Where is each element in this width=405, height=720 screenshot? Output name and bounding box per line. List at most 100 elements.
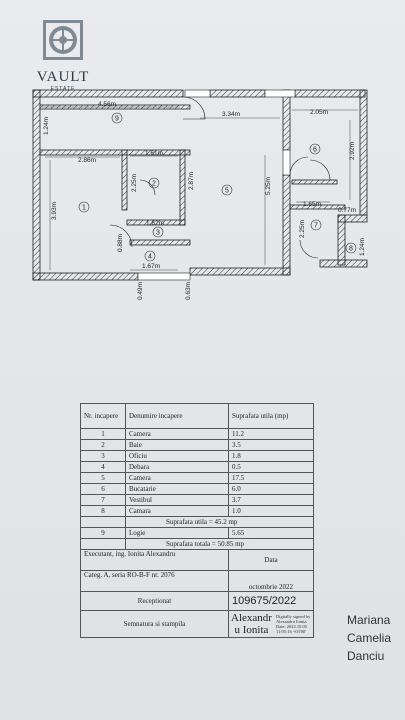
dim-label: 1.61m xyxy=(145,150,163,157)
row-area: 6.0 xyxy=(228,483,314,495)
row-name: Vestibul xyxy=(125,494,229,506)
row-area: 5.65 xyxy=(228,527,314,539)
room-number: 7 xyxy=(314,223,318,230)
room-number: 5 xyxy=(225,188,229,195)
dim-label: 1.67m xyxy=(142,263,160,270)
dim-label: 1.24m xyxy=(359,238,366,256)
room-number: 1 xyxy=(82,205,86,212)
categ: Categ. A, seria RO-B-F nr. 2076 xyxy=(80,570,229,592)
stamp-line: Alexandru Ionita xyxy=(275,619,307,624)
dim-label: 2.86m xyxy=(78,157,96,164)
row-nr: 5 xyxy=(80,472,126,484)
row-nr: 7 xyxy=(80,494,126,506)
dim-label: 2.25m xyxy=(299,220,306,238)
doc-number: 109675/2022 xyxy=(228,591,314,611)
owner-name-line: Danciu xyxy=(347,649,385,663)
header-nr: Nr. incapere xyxy=(80,403,126,429)
vault-estate-logo: VAULT ESTATE xyxy=(28,18,98,92)
total-row: Suprafata totala = 50.85 mp xyxy=(80,538,314,550)
owner-name-line: Mariana xyxy=(347,613,391,627)
signature-row: Semnatura si stampila Alexandr u Ionita … xyxy=(80,610,314,638)
room-number: 8 xyxy=(349,246,353,253)
dim-label: 1.65m xyxy=(303,201,321,208)
dimension-lines xyxy=(42,106,358,271)
windows xyxy=(137,89,296,281)
owner-name: Mariana Camelia Danciu xyxy=(347,611,391,665)
room-number: 4 xyxy=(148,254,152,261)
row-nr: 6 xyxy=(80,483,126,495)
dim-label: 0.49m xyxy=(137,282,144,300)
row-nr: 9 xyxy=(80,527,126,539)
row-name: Camara xyxy=(125,505,229,517)
floor-plan: 4.56m 3.34m 2.05m 1.24m 2.86m 1.61m 2.25… xyxy=(32,89,368,300)
dim-label: 2.25m xyxy=(131,174,138,192)
executant: Executant, ing. Ionita Alexandru xyxy=(80,549,229,571)
row-name: Bucatarie xyxy=(125,483,229,495)
row-nr: 3 xyxy=(80,450,126,462)
dim-label: 2.92m xyxy=(349,142,356,160)
useful-total: Suprafata utila = 45.2 mp xyxy=(125,516,314,528)
room-number: 3 xyxy=(156,230,160,237)
dim-label: 1.24m xyxy=(43,117,50,135)
stamp-line: 11:05:16 +03'00' xyxy=(275,629,307,634)
row-name: Camera xyxy=(125,428,229,440)
row-name: Logie xyxy=(125,527,229,539)
dim-label: 5.25m xyxy=(265,177,272,195)
dim-label: 1.62m xyxy=(146,220,164,227)
row-nr: 2 xyxy=(80,439,126,451)
row-area: 1.0 xyxy=(228,505,314,517)
table-header-row: Nr. incapere Denumire incapere Suprafata… xyxy=(80,403,314,429)
row-area: 3.7 xyxy=(228,494,314,506)
dim-label: 0.88m xyxy=(117,234,124,252)
receptionat: Receptionat xyxy=(80,591,229,611)
dim-label: 0.77m xyxy=(338,207,356,214)
digital-signature: Alexandr u Ionita Digitally signed by Al… xyxy=(228,610,314,638)
dim-label: 0.63m xyxy=(185,282,192,300)
signer-first: Alexandr xyxy=(231,612,272,624)
row-nr: 1 xyxy=(80,428,126,440)
row-name: Camera xyxy=(125,472,229,484)
door-swings xyxy=(109,96,331,259)
row-nr: 4 xyxy=(80,461,126,473)
date: octombrie 2022 xyxy=(228,570,314,592)
room-area-table: Nr. incapere Denumire incapere Suprafata… xyxy=(80,403,314,638)
useful-total-row: Suprafata utila = 45.2 mp xyxy=(80,516,314,528)
row-area: 11.2 xyxy=(228,428,314,440)
vault-logo-icon xyxy=(43,20,83,60)
row-nr: 8 xyxy=(80,505,126,517)
row-name: Baie xyxy=(125,439,229,451)
owner-name-line: Camelia xyxy=(347,631,392,645)
semnatura: Semnatura si stampila xyxy=(80,610,229,638)
header-area: Suprafata utila (mp) xyxy=(228,403,314,429)
dim-label: 4.56m xyxy=(98,101,116,108)
room-number: 9 xyxy=(115,116,119,123)
room-number: 2 xyxy=(152,181,156,188)
header-name: Denumire incapere xyxy=(125,403,229,429)
signer-last: u Ionita xyxy=(234,624,269,636)
row-name: Oficiu xyxy=(125,450,229,462)
stamp-line: Digitally signed by xyxy=(275,614,311,619)
row-area: 0.5 xyxy=(228,461,314,473)
dim-label: 2.05m xyxy=(310,109,328,116)
dim-label: 3.93m xyxy=(51,202,58,220)
total-area: Suprafata totala = 50.85 mp xyxy=(125,538,314,550)
room-number: 6 xyxy=(313,147,317,154)
row-name: Debara xyxy=(125,461,229,473)
stamp-line: Date: 2022.10.05 xyxy=(275,624,308,629)
logo-subtitle: ESTATE xyxy=(50,86,76,92)
row-area: 1.8 xyxy=(228,450,314,462)
data-label: Data xyxy=(228,549,314,571)
dim-label: 3.34m xyxy=(222,111,240,118)
logo-name: VAULT xyxy=(36,69,90,85)
